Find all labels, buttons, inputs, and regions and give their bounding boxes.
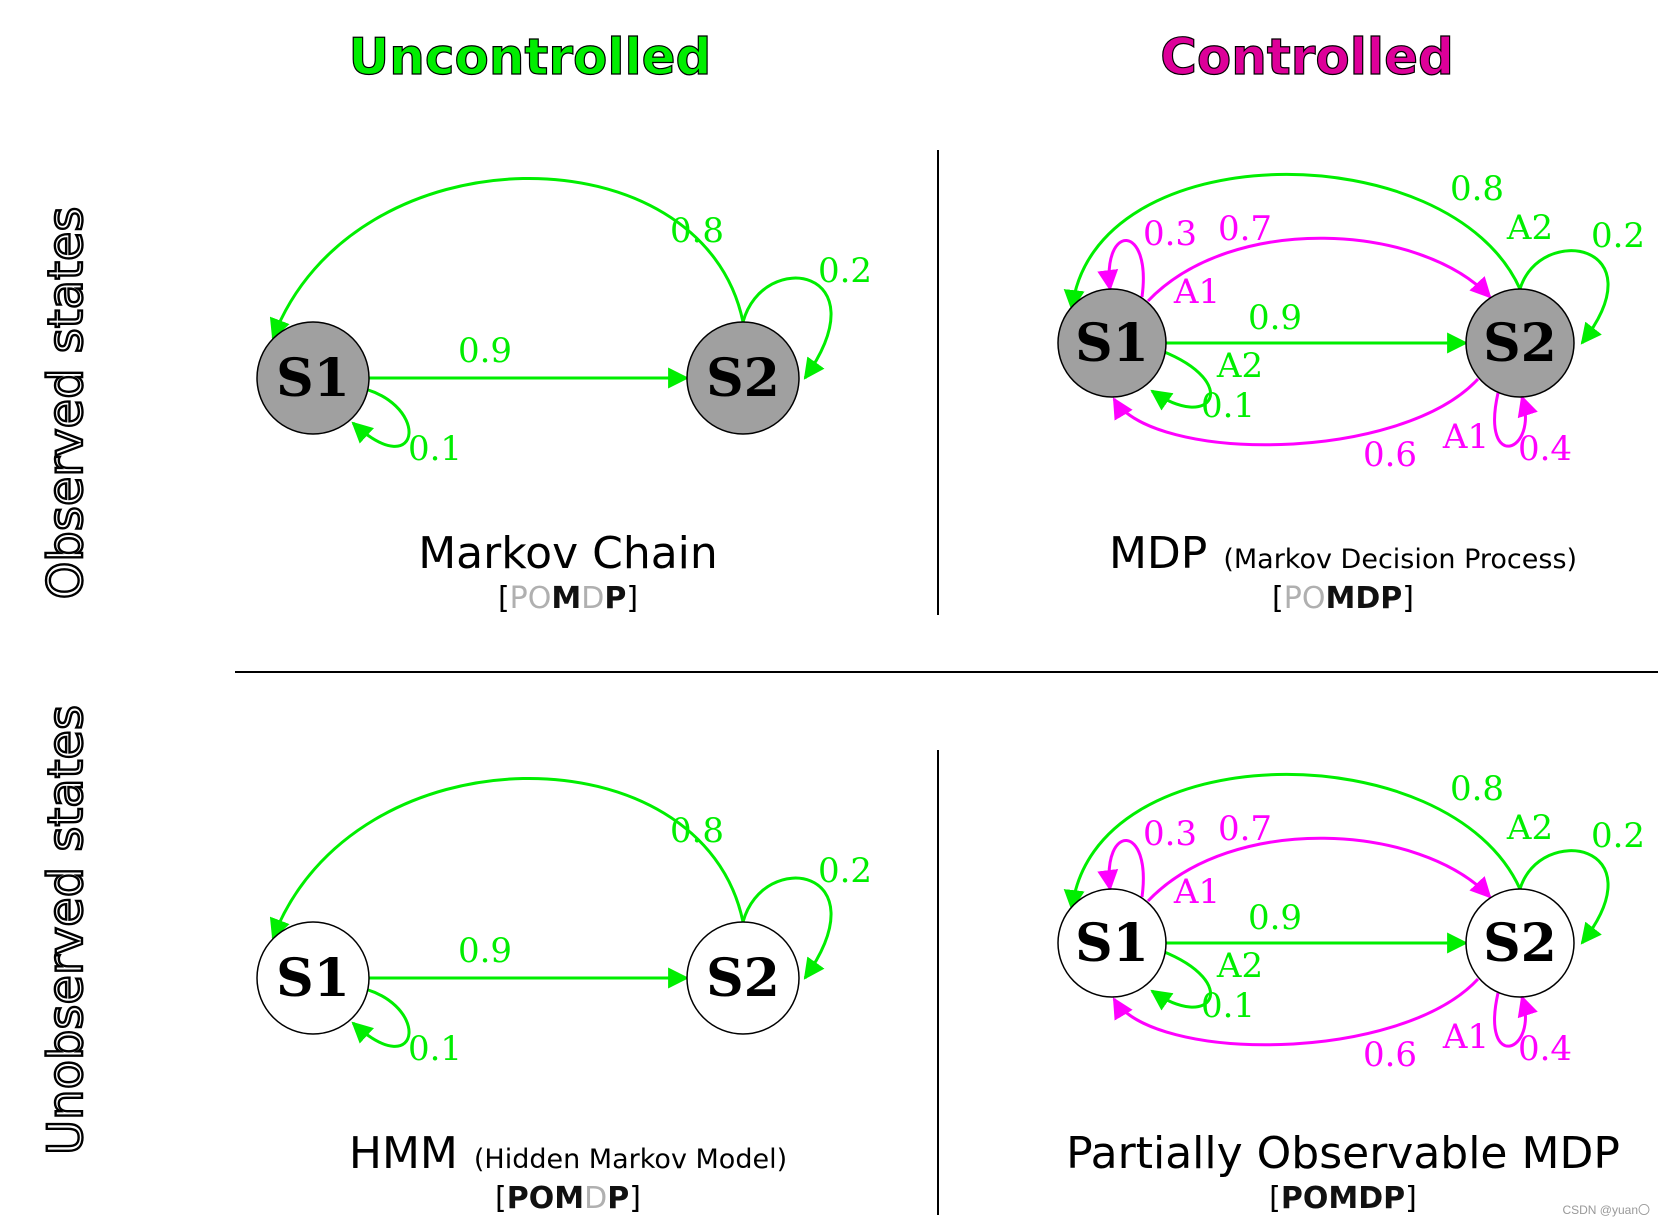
- edge-a1-s2-s1: [1112, 377, 1480, 447]
- state-s2-label: S2: [706, 348, 780, 409]
- state-s1-circle: [256, 921, 370, 1035]
- action-label-a2-s1: A2: [1216, 946, 1263, 986]
- prob-label-s2-s1: 0.8: [670, 211, 724, 251]
- prob-label-a1-s1-self: 0.3: [1143, 214, 1197, 254]
- action-label-a1-s1: A1: [1173, 872, 1220, 912]
- prob-label-a1-s2-self: 0.4: [1518, 429, 1572, 469]
- prob-label-a2-s2-s1: 0.8: [1450, 169, 1504, 209]
- state-s2-circle: [686, 921, 800, 1035]
- prob-label-a2-s1-s2: 0.9: [1248, 298, 1302, 338]
- edge-a1-s2-self: [1493, 392, 1538, 448]
- acronym-badge: [POMDP]: [1272, 581, 1414, 616]
- action-label-a1-s1: A1: [1173, 272, 1220, 312]
- prob-label-a1-s2-s1: 0.6: [1363, 435, 1417, 475]
- state-s2-circle: [1465, 288, 1575, 398]
- state-s1-circle: [1057, 888, 1167, 998]
- action-label-a1-s2: A1: [1442, 1017, 1489, 1057]
- edge-s2-self: [741, 876, 833, 980]
- state-s1-label: S1: [276, 948, 350, 1009]
- prob-label-s1-self: 0.1: [408, 1029, 462, 1069]
- edge-a1-s1-s2: [1146, 236, 1492, 303]
- prob-label-s2-self: 0.2: [818, 251, 872, 291]
- state-s2-label: S2: [706, 948, 780, 1009]
- prob-label-a2-s2-s1: 0.8: [1450, 769, 1504, 809]
- panel-title: MDP(Markov Decision Process): [1109, 528, 1577, 579]
- edge-a1-s2-s1: [1112, 977, 1480, 1047]
- prob-label-a2-s1-self: 0.1: [1201, 386, 1255, 426]
- acronym-badge: [POMDP]: [1269, 1181, 1417, 1216]
- state-s2-label: S2: [1483, 313, 1557, 374]
- state-s1-label: S1: [1075, 913, 1149, 974]
- edge-a1-s2-self: [1493, 992, 1538, 1048]
- prob-label-a2-s2-self: 0.2: [1591, 816, 1645, 856]
- row-header-observed: Observed states: [38, 207, 94, 600]
- column-header-uncontrolled: Uncontrolled: [349, 28, 712, 86]
- edge-a2-s2-s1: [1063, 172, 1522, 312]
- edge-s2-self: [741, 276, 833, 380]
- action-label-a2-s2: A2: [1506, 208, 1553, 248]
- column-header-controlled: Controlled: [1160, 28, 1454, 86]
- edge-a1-s1-self: [1097, 239, 1145, 298]
- edge-s1-self: [350, 384, 411, 448]
- panel-title: Partially Observable MDP: [1066, 1128, 1620, 1179]
- prob-label-a1-s2-self: 0.4: [1518, 1029, 1572, 1069]
- prob-label-s2-self: 0.2: [818, 851, 872, 891]
- prob-label-s1-s2: 0.9: [458, 931, 512, 971]
- row-header-unobserved: Unobserved states: [38, 705, 94, 1155]
- edge-a2-s2-s1: [1063, 772, 1522, 912]
- panel-title: HMM(Hidden Markov Model): [349, 1128, 787, 1179]
- state-s1-circle: [256, 321, 370, 435]
- action-label-a2-s2: A2: [1506, 808, 1553, 848]
- edge-s2-s1: [269, 777, 745, 940]
- prob-label-a2-s1-s2: 0.9: [1248, 898, 1302, 938]
- prob-label-a2-s1-self: 0.1: [1201, 986, 1255, 1026]
- prob-label-a2-s2-self: 0.2: [1591, 216, 1645, 256]
- prob-label-a1-s1-self: 0.3: [1143, 814, 1197, 854]
- state-s1-circle: [1057, 288, 1167, 398]
- edge-a1-s1-s2: [1146, 836, 1492, 903]
- edge-a1-s1-self: [1097, 839, 1145, 898]
- state-s1-label: S1: [1075, 313, 1149, 374]
- prob-label-s1-self: 0.1: [408, 429, 462, 469]
- action-label-a1-s2: A1: [1442, 417, 1489, 457]
- edge-a2-s1-self: [1150, 349, 1212, 411]
- action-label-a2-s1: A2: [1216, 346, 1263, 386]
- prob-label-a1-s1-s2: 0.7: [1218, 209, 1272, 249]
- edge-a2-s1-self: [1150, 949, 1212, 1011]
- edge-a2-s2-self: [1518, 249, 1610, 345]
- state-s1-label: S1: [276, 348, 350, 409]
- acronym-badge: [POMDP]: [495, 1181, 641, 1216]
- prob-label-a1-s2-s1: 0.6: [1363, 1035, 1417, 1075]
- edge-a2-s2-self: [1518, 849, 1610, 945]
- watermark: CSDN @yuan〇: [1562, 1203, 1650, 1217]
- state-s2-circle: [686, 321, 800, 435]
- edge-s2-s1: [269, 177, 745, 340]
- prob-label-a1-s1-s2: 0.7: [1218, 809, 1272, 849]
- acronym-badge: [POMDP]: [498, 581, 638, 616]
- prob-label-s2-s1: 0.8: [670, 811, 724, 851]
- state-s2-circle: [1465, 888, 1575, 998]
- panel-title: Markov Chain: [418, 528, 718, 579]
- state-s2-label: S2: [1483, 913, 1557, 974]
- edge-s1-self: [350, 984, 411, 1048]
- prob-label-s1-s2: 0.9: [458, 331, 512, 371]
